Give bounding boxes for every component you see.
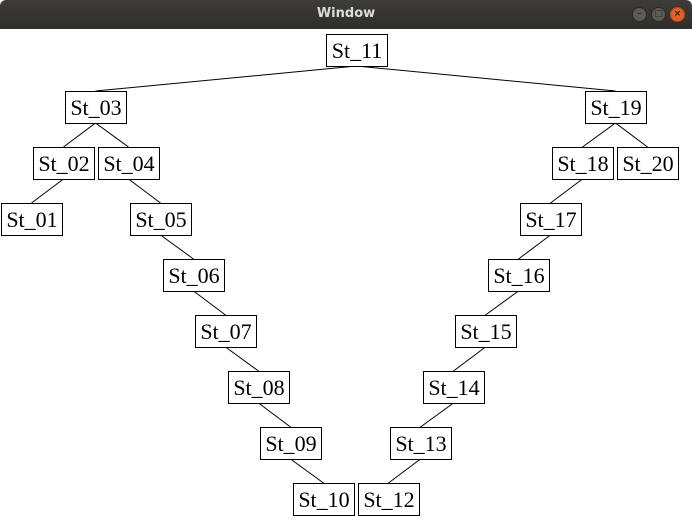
node-label: St_01 (6, 207, 57, 232)
edge-st07-st08 (225, 346, 259, 372)
node-label: St_04 (103, 151, 154, 176)
node-label: St_15 (460, 319, 511, 344)
close-icon: × (673, 9, 682, 19)
tree-node-st-13[interactable]: St_13 (390, 427, 452, 460)
node-label: St_13 (395, 431, 446, 456)
tree-node-st-02[interactable]: St_02 (33, 147, 95, 180)
node-label: St_20 (622, 151, 673, 176)
maximize-button[interactable]: □ (651, 7, 666, 22)
node-label: St_09 (265, 431, 316, 456)
edge-st17-st16 (518, 234, 551, 260)
node-label: St_17 (525, 207, 576, 232)
tree-node-st-14[interactable]: St_14 (423, 371, 485, 404)
node-box (423, 371, 485, 404)
node-label: St_16 (493, 263, 544, 288)
node-box (358, 483, 420, 516)
edge-st03-st04 (95, 122, 129, 148)
tree-node-st-09[interactable]: St_09 (260, 427, 322, 460)
minimize-button[interactable]: – (632, 7, 647, 22)
node-box (228, 371, 290, 404)
node-box (520, 203, 582, 236)
tree-node-st-07[interactable]: St_07 (195, 315, 257, 348)
node-box (617, 147, 679, 180)
edge-st02-st01 (31, 178, 64, 204)
node-box (98, 147, 160, 180)
node-label: St_07 (200, 319, 251, 344)
edge-st16-st15 (485, 290, 519, 316)
window-titlebar[interactable]: Window – □ × (0, 0, 692, 29)
tree-node-st-01[interactable]: St_01 (1, 203, 63, 236)
tree-node-st-10[interactable]: St_10 (293, 483, 355, 516)
node-box (33, 147, 95, 180)
node-box (552, 147, 614, 180)
edge-st13-st12 (388, 458, 421, 484)
tree-node-st-15[interactable]: St_15 (455, 315, 517, 348)
node-box (65, 91, 127, 124)
tree-node-st-20[interactable]: St_20 (617, 147, 679, 180)
node-label: St_03 (70, 95, 121, 120)
edge-st19-st18 (582, 122, 616, 148)
node-label: St_12 (363, 487, 414, 512)
node-box (260, 427, 322, 460)
window-title: Window (316, 6, 376, 21)
edge-st14-st13 (420, 402, 454, 428)
tree-node-st-18[interactable]: St_18 (552, 147, 614, 180)
edge-st18-st17 (550, 178, 583, 204)
edge-st05-st06 (160, 234, 194, 260)
tree-node-st-05[interactable]: St_05 (130, 203, 192, 236)
tree-node-st-19[interactable]: St_19 (585, 91, 647, 124)
node-box (163, 259, 225, 292)
node-label: St_11 (332, 38, 383, 63)
node-box (455, 315, 517, 348)
close-button[interactable]: × (670, 7, 685, 22)
node-box (1, 203, 63, 236)
node-box (585, 91, 647, 124)
tree-node-st-08[interactable]: St_08 (228, 371, 290, 404)
node-box (130, 203, 192, 236)
node-label: St_05 (135, 207, 186, 232)
edge-st19-st20 (615, 122, 648, 148)
maximize-icon: □ (654, 9, 663, 19)
node-label: St_14 (428, 375, 479, 400)
edge-st09-st10 (290, 458, 324, 484)
edge-st11-st19 (356, 65, 616, 92)
edge-st08-st09 (258, 402, 291, 428)
node-box (195, 315, 257, 348)
minimize-icon: – (637, 9, 642, 19)
tree-node-st-03[interactable]: St_03 (65, 91, 127, 124)
tree-node-st-16[interactable]: St_16 (488, 259, 550, 292)
tree-node-st-06[interactable]: St_06 (163, 259, 225, 292)
node-label: St_08 (233, 375, 284, 400)
tree-node-st-12[interactable]: St_12 (358, 483, 420, 516)
node-label: St_18 (557, 151, 608, 176)
node-box (293, 483, 355, 516)
edge-st03-st02 (63, 122, 96, 148)
edge-st04-st05 (128, 178, 161, 204)
tree-node-st-17[interactable]: St_17 (520, 203, 582, 236)
edge-st15-st14 (453, 346, 486, 372)
node-label: St_06 (168, 263, 219, 288)
node-label: St_19 (590, 95, 641, 120)
tree-node-st-04[interactable]: St_04 (98, 147, 160, 180)
node-box (390, 427, 452, 460)
node-label: St_10 (298, 487, 349, 512)
node-box (488, 259, 550, 292)
node-box (326, 34, 388, 67)
tree-node-st-11[interactable]: St_11 (326, 34, 388, 67)
edge-st11-st03 (95, 65, 357, 92)
node-label: St_02 (38, 151, 89, 176)
edge-st06-st07 (193, 290, 226, 316)
